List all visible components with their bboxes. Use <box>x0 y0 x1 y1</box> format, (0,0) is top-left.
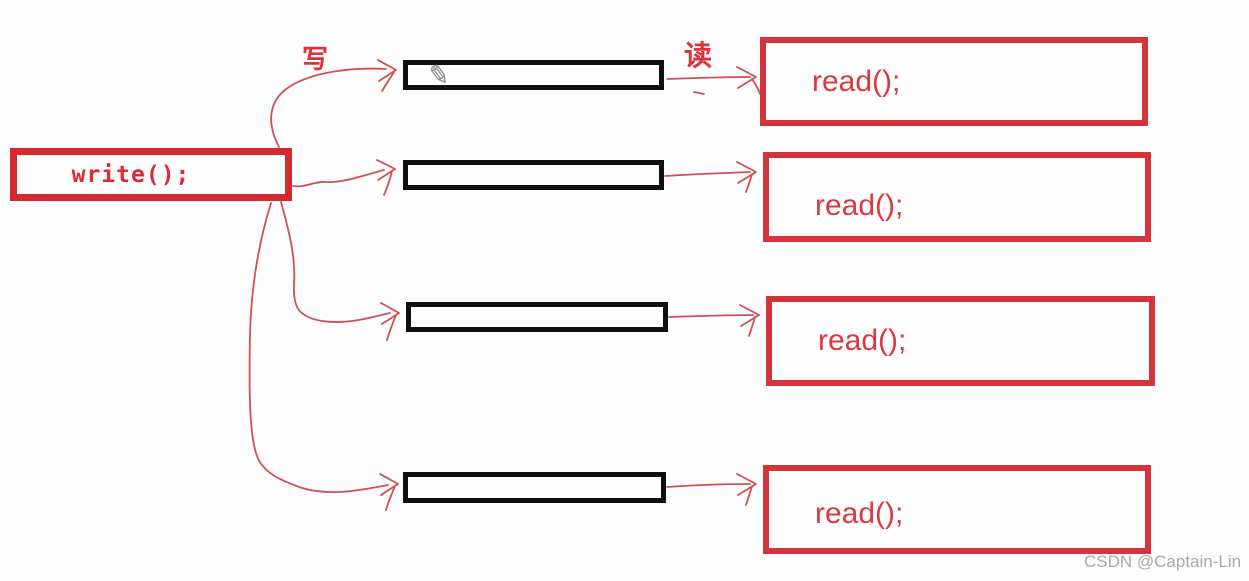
pipe-bar-4 <box>403 472 666 503</box>
read-process-box-1: read(); <box>760 37 1148 126</box>
arrow-pipe-2-to-read-2 <box>664 161 757 193</box>
read-process-box-3: read(); <box>766 296 1155 386</box>
read-label-3: read(); <box>818 324 907 357</box>
arrow-write-to-pipe-4 <box>248 202 399 511</box>
pipe-bar-3 <box>406 302 668 332</box>
arrow-write-to-pipe-1 <box>270 59 397 148</box>
arrow-write-to-pipe-3 <box>280 201 400 341</box>
read-process-box-2: read(); <box>763 152 1151 242</box>
arrow-write-to-pipe-2 <box>292 159 396 196</box>
write-label: write(); <box>71 161 191 188</box>
read-label-2: read(); <box>815 189 904 222</box>
write-cn-label: 写 <box>302 44 329 74</box>
arrow-pipe-1-to-read-1 <box>666 66 761 95</box>
pipe-bar-1 <box>403 60 664 90</box>
arrow-pipe-4-to-read-4 <box>666 473 757 506</box>
read-label-4: read(); <box>815 496 904 530</box>
pencil-cursor-icon: ✎ <box>426 58 452 92</box>
write-process-box: write(); <box>10 148 292 201</box>
read-label-1: read(); <box>812 64 901 98</box>
pipe-bar-2 <box>403 160 664 190</box>
read-cn-label: 读 <box>684 40 713 71</box>
watermark: CSDN @Captain-Lin <box>1084 552 1242 571</box>
arrow-pipe-3-to-read-3 <box>668 304 760 337</box>
read-process-box-4: read(); <box>763 465 1151 554</box>
